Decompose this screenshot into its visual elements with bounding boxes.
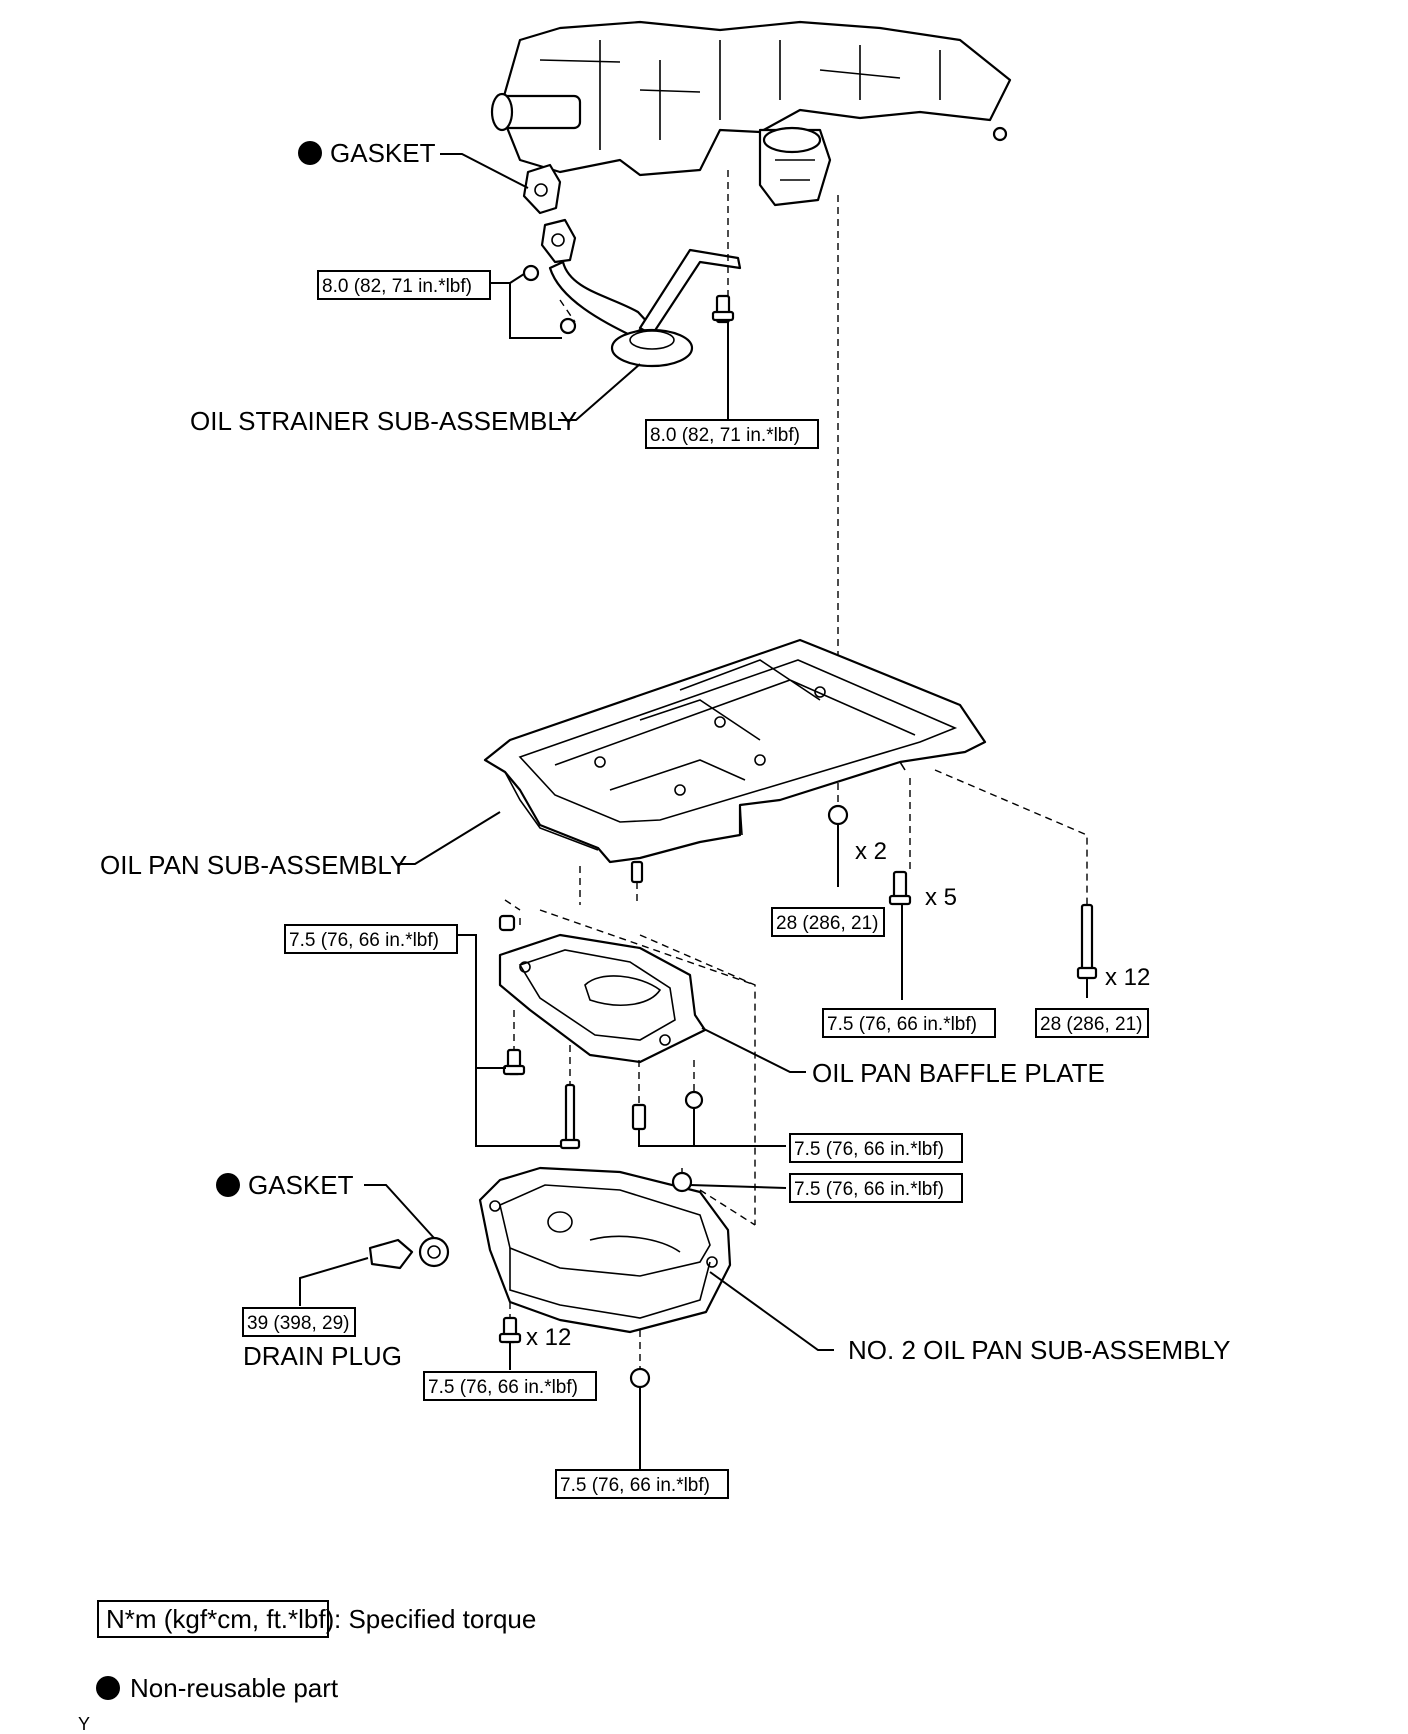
svg-text:7.5 (76, 66 in.*lbf): 7.5 (76, 66 in.*lbf) <box>560 1475 710 1496</box>
torque-strainer-bolt: 8.0 (82, 71 in.*lbf) <box>645 419 819 449</box>
oil-pan-fasteners <box>630 804 1098 980</box>
svg-text:7.5 (76, 66 in.*lbf): 7.5 (76, 66 in.*lbf) <box>794 1139 944 1160</box>
engine-block <box>490 20 1012 207</box>
legend-nonreusable-text: Non-reusable part <box>130 1673 339 1703</box>
gasket-upper-label: GASKET <box>330 138 436 168</box>
nonreusable-mark-lower <box>216 1173 240 1197</box>
torque-drain-plug: 39 (398, 29) <box>242 1307 356 1337</box>
legend-nonreusable: Non-reusable part <box>96 1673 339 1703</box>
strainer-fasteners <box>522 264 735 335</box>
svg-text:39 (398, 29): 39 (398, 29) <box>247 1313 349 1334</box>
torque-no2-pan-nut: 7.5 (76, 66 in.*lbf) <box>789 1173 963 1203</box>
svg-text:7.5 (76, 66 in.*lbf): 7.5 (76, 66 in.*lbf) <box>827 1014 977 1035</box>
torque-no2-pan-bottom: 7.5 (76, 66 in.*lbf) <box>555 1469 729 1499</box>
baffle-plate-label: OIL PAN BAFFLE PLATE <box>812 1058 1105 1088</box>
qty-oil-pan-bolt-long: x 12 <box>1105 964 1150 991</box>
svg-text:28 (286, 21): 28 (286, 21) <box>776 913 878 934</box>
torque-no2-pan-bolt: 7.5 (76, 66 in.*lbf) <box>423 1371 597 1401</box>
oil-pan-part <box>483 638 987 864</box>
torque-strainer-nut: 8.0 (82, 71 in.*lbf) <box>317 270 491 300</box>
qty-no2-pan-bolt: x 12 <box>526 1324 571 1351</box>
no2-oil-pan-label: NO. 2 OIL PAN SUB-ASSEMBLY <box>848 1335 1230 1365</box>
drain-plug-label: DRAIN PLUG <box>243 1341 402 1371</box>
oil-pan-label: OIL PAN SUB-ASSEMBLY <box>100 850 407 880</box>
svg-text:7.5 (76, 66 in.*lbf): 7.5 (76, 66 in.*lbf) <box>428 1377 578 1398</box>
legend-torque-unit: N*m (kgf*cm, ft.*lbf) <box>106 1604 334 1634</box>
svg-text:28 (286, 21): 28 (286, 21) <box>1040 1014 1142 1035</box>
svg-text:8.0 (82, 71 in.*lbf): 8.0 (82, 71 in.*lbf) <box>322 276 472 297</box>
gasket-upper-part <box>522 163 562 215</box>
baffle-plate-part <box>498 933 707 1064</box>
svg-text:7.5 (76, 66 in.*lbf): 7.5 (76, 66 in.*lbf) <box>289 930 439 951</box>
torque-oil-pan-nut: 28 (286, 21) <box>771 907 885 937</box>
corner-mark: Y <box>78 1714 90 1734</box>
legend-torque: N*m (kgf*cm, ft.*lbf) : Specified torque <box>97 1600 536 1638</box>
svg-text:8.0 (82, 71 in.*lbf): 8.0 (82, 71 in.*lbf) <box>650 425 800 446</box>
oil-strainer-label: OIL STRAINER SUB-ASSEMBLY <box>190 406 577 436</box>
qty-oil-pan-nut: x 2 <box>855 838 887 865</box>
torque-baffle-right: 7.5 (76, 66 in.*lbf) <box>789 1133 963 1163</box>
gasket-lower-label: GASKET <box>248 1170 354 1200</box>
oil-strainer-part <box>540 218 742 368</box>
no2-oil-pan-part <box>478 1166 732 1334</box>
leader-lines <box>299 153 1088 1470</box>
svg-text:7.5 (76, 66 in.*lbf): 7.5 (76, 66 in.*lbf) <box>794 1179 944 1200</box>
nonreusable-mark-upper <box>298 141 322 165</box>
torque-baffle-left: 7.5 (76, 66 in.*lbf) <box>284 924 458 954</box>
qty-oil-pan-bolt-short: x 5 <box>925 884 957 911</box>
legend-torque-text: : Specified torque <box>334 1604 536 1634</box>
torque-oil-pan-bolt-long: 28 (286, 21) <box>1035 1008 1149 1038</box>
torque-oil-pan-bolt-short: 7.5 (76, 66 in.*lbf) <box>822 1008 996 1038</box>
